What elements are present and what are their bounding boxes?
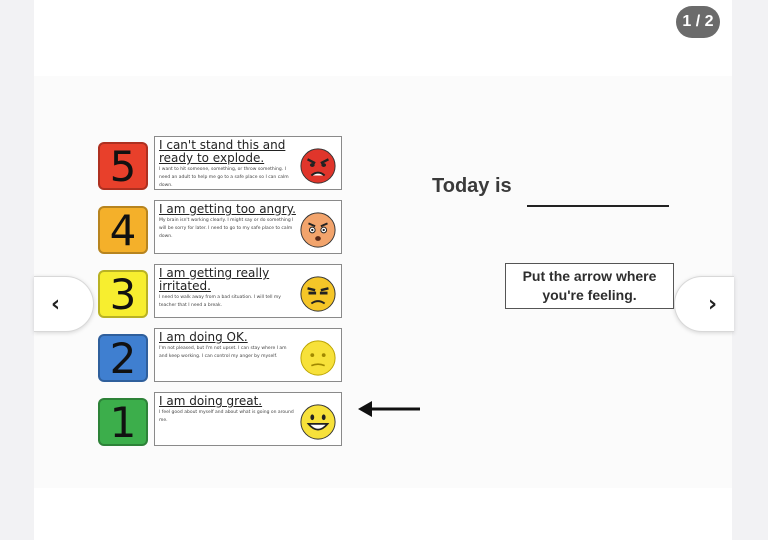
scale-row-5: 5 I can't stand this and ready to explod… — [98, 136, 346, 191]
scale-card: I am doing OK. I'm not pleased, but I'm … — [154, 328, 342, 382]
scale-title: I am getting really irritated. — [159, 266, 270, 293]
instruction-box: Put the arrow where you're feeling. — [505, 263, 674, 309]
chevron-right-icon: › — [707, 291, 718, 317]
instruction-line-2: you're feeling. — [542, 287, 637, 303]
scale-card: I am doing great. I feel good about myse… — [154, 392, 342, 446]
scale-row-3: 3 I am getting really irritated. I need … — [98, 264, 346, 319]
scale-description: I feel good about myself and about what … — [159, 410, 294, 423]
today-label: Today is — [432, 175, 512, 197]
scale-title: I can't stand this and ready to explode. — [159, 138, 286, 165]
scale-title: I am getting too angry. — [159, 202, 296, 216]
irritated-face-icon — [300, 276, 336, 312]
feeling-arrow-icon[interactable] — [356, 398, 422, 420]
instruction-line-1: Put the arrow where — [522, 268, 657, 284]
chevron-left-icon: ‹ — [50, 291, 61, 317]
scale-number: 2 — [98, 334, 148, 383]
scale-title: I am doing great. — [159, 394, 263, 408]
scale-description: I'm not pleased, but I'm not upset. I ca… — [159, 346, 287, 359]
scale-card: I am getting really irritated. I need to… — [154, 264, 342, 318]
scale-row-1: 1 I am doing great. I feel good about my… — [98, 392, 346, 447]
scale-row-2: 2 I am doing OK. I'm not pleased, but I'… — [98, 328, 346, 383]
next-button[interactable]: › — [674, 276, 734, 332]
scale-number: 1 — [98, 398, 148, 447]
previous-button[interactable]: ‹ — [34, 276, 94, 332]
scale-number: 3 — [98, 270, 148, 319]
scale-description: I need to walk away from a bad situation… — [159, 295, 281, 308]
happy-face-icon — [300, 404, 336, 440]
scale-title: I am doing OK. — [159, 330, 248, 344]
page-indicator: 1 / 2 — [676, 6, 720, 38]
annoyed-face-icon — [300, 212, 336, 248]
scale-card: I can't stand this and ready to explode.… — [154, 136, 342, 190]
scale-card: I am getting too angry. My brain isn't w… — [154, 200, 342, 254]
today-answer-line[interactable] — [527, 205, 669, 207]
scale-row-4: 4 I am getting too angry. My brain isn't… — [98, 200, 346, 255]
scale-description: My brain isn't working clearly. I might … — [159, 218, 294, 239]
scale-number: 4 — [98, 206, 148, 255]
scale-number: 5 — [98, 142, 148, 191]
scale-description: I want to hit someone, something, or thr… — [159, 167, 289, 188]
angry-face-icon — [300, 148, 336, 184]
neutral-face-icon — [300, 340, 336, 376]
